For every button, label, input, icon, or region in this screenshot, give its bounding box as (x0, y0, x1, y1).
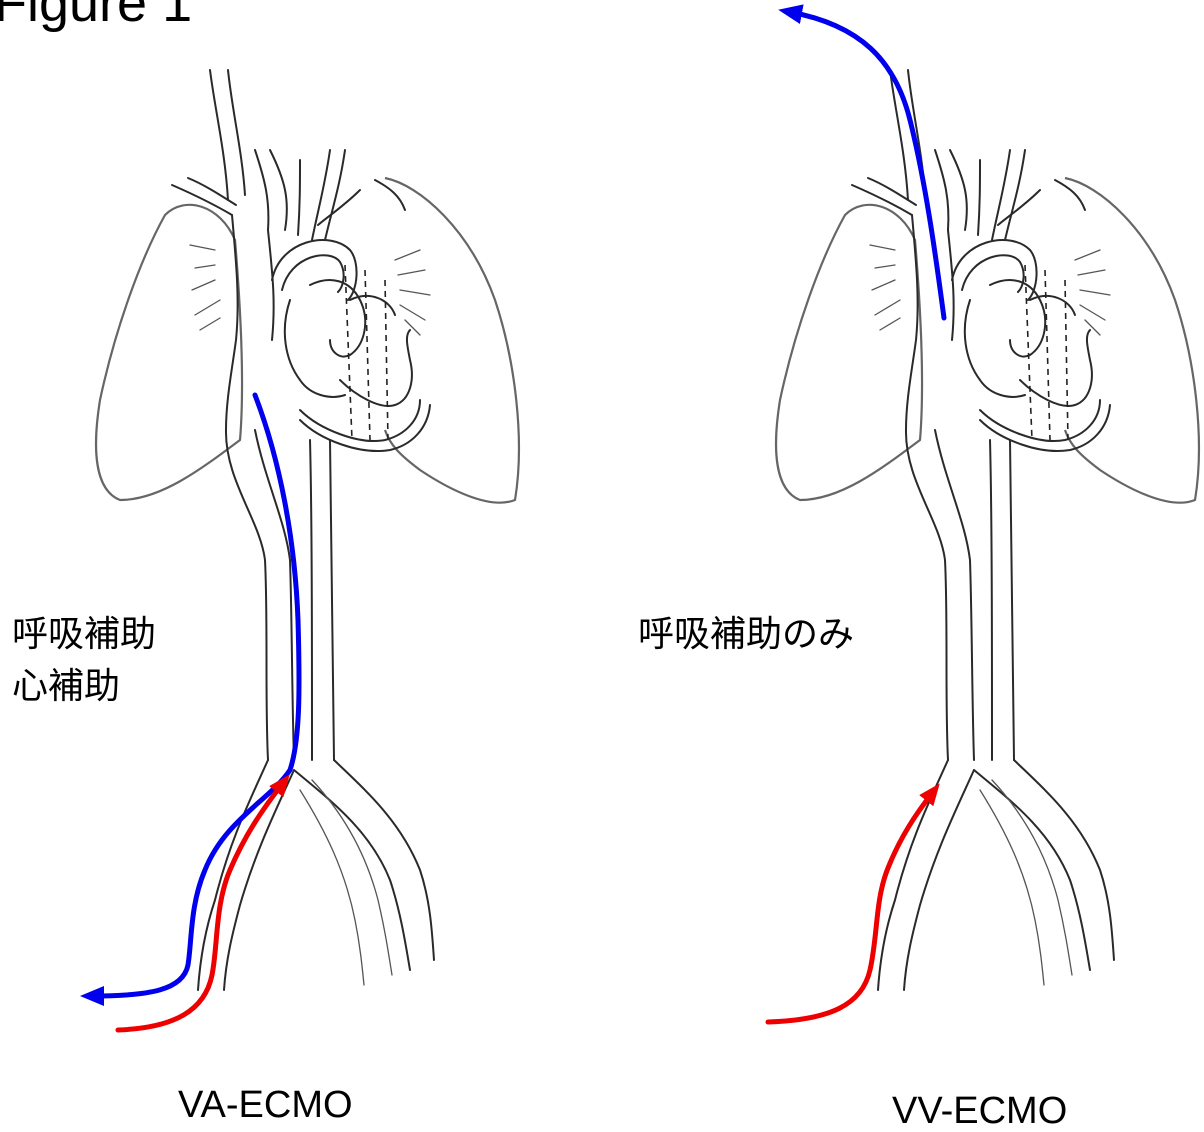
va-label-respiratory-support: 呼吸補助 (12, 608, 156, 660)
vv-ecmo-caption: VV-ECMO (892, 1092, 1067, 1130)
va-ecmo-caption: VA-ECMO (178, 1086, 353, 1124)
vv-label-respiratory-only: 呼吸補助のみ (638, 608, 854, 660)
va-ecmo-labels: 呼吸補助 心補助 (12, 608, 156, 712)
vv-return-cannula (768, 792, 933, 1022)
vv-drainage-cannula (790, 12, 944, 318)
va-ecmo-anatomy (96, 70, 519, 990)
vv-ecmo-anatomy (776, 70, 1199, 990)
va-label-cardiac-support: 心補助 (12, 660, 156, 712)
